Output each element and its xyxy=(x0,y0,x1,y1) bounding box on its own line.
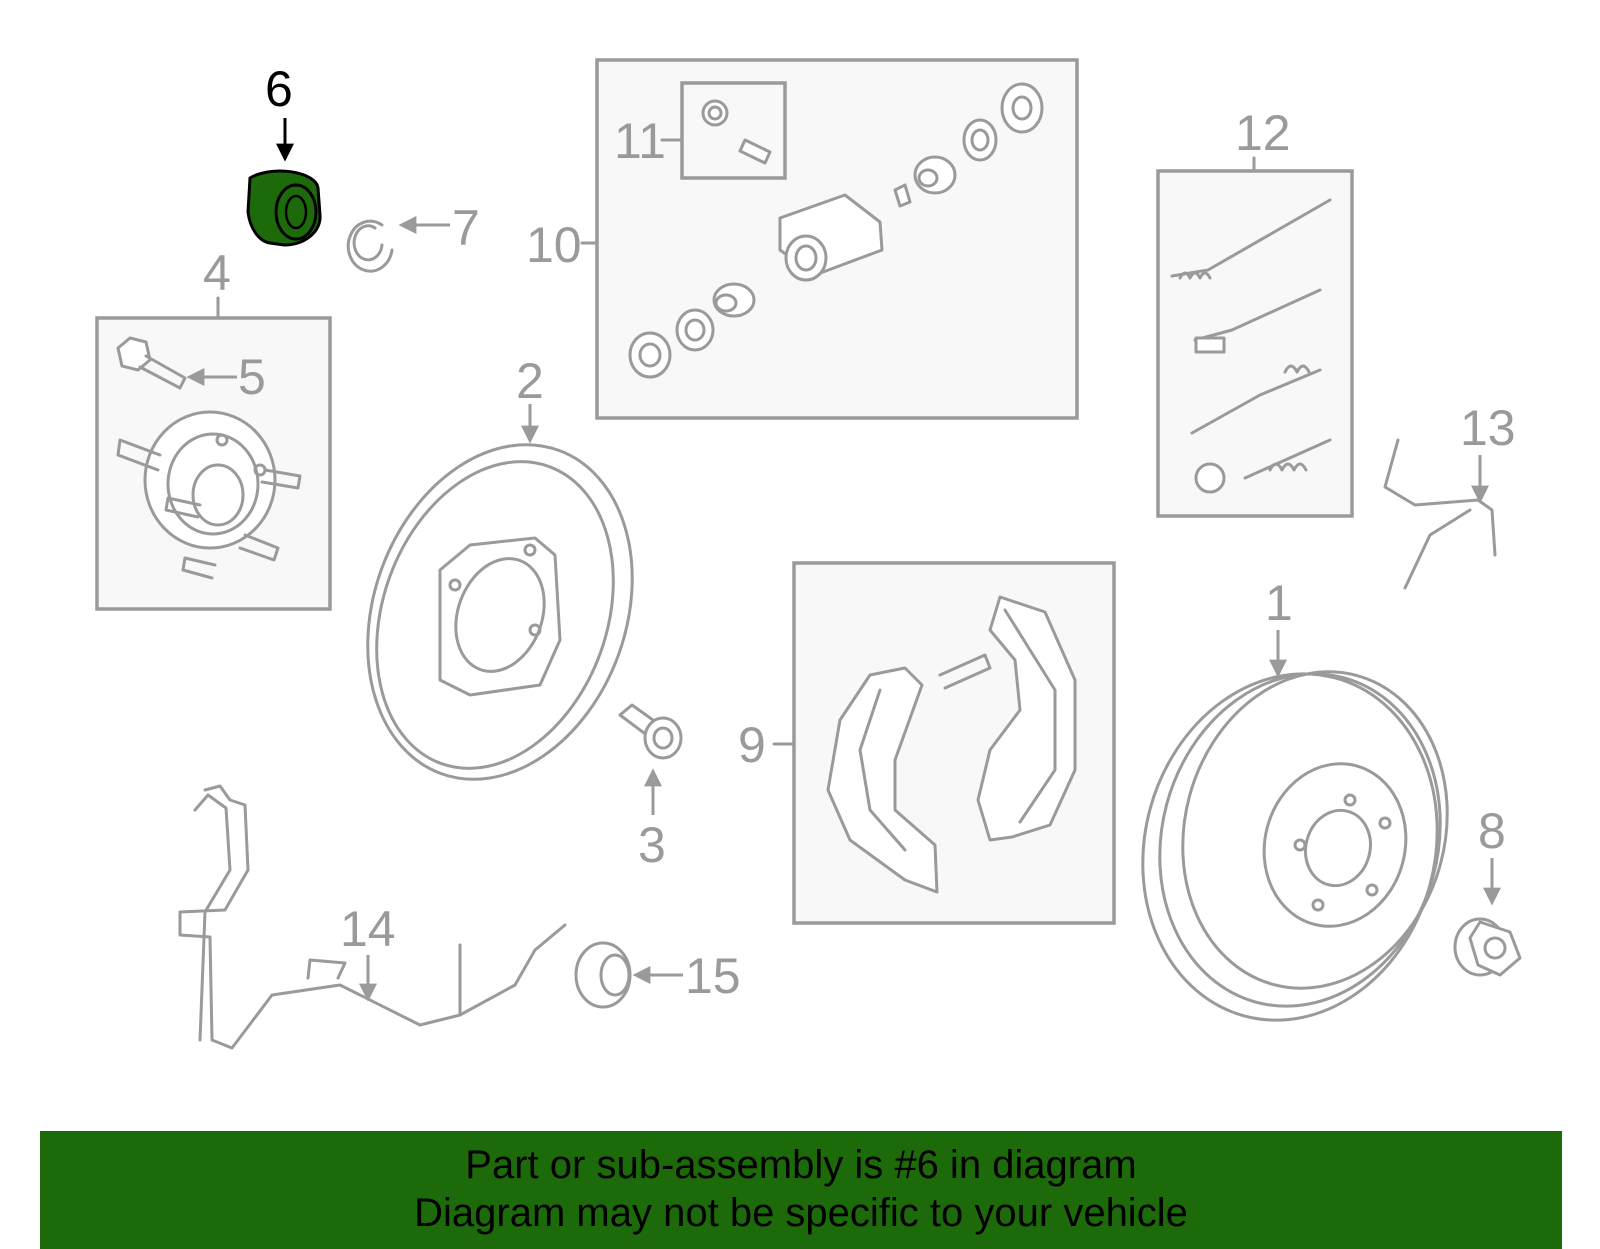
label-6: 6 xyxy=(265,61,293,117)
label-1: 1 xyxy=(1265,575,1293,631)
label-15: 15 xyxy=(685,948,741,1004)
part-15-grommet[interactable]: 15 xyxy=(574,941,741,1009)
part-4-hub-assembly[interactable]: 4 5 xyxy=(95,245,332,611)
label-5: 5 xyxy=(238,349,266,405)
label-2: 2 xyxy=(516,353,544,409)
label-7: 7 xyxy=(452,200,480,256)
label-12: 12 xyxy=(1235,105,1291,161)
part-10-wheel-cylinder-kit[interactable]: 10 11 xyxy=(526,58,1079,420)
part-12-hardware-kit[interactable]: 12 xyxy=(1156,105,1354,518)
part-7-snap-ring[interactable]: 7 xyxy=(346,200,480,273)
label-3: 3 xyxy=(638,817,666,873)
part-8-lug-nut[interactable]: 8 xyxy=(1453,803,1522,977)
label-4: 4 xyxy=(203,245,231,301)
part-6-bearing[interactable]: 6 xyxy=(246,61,322,247)
footer-line-2: Diagram may not be specific to your vehi… xyxy=(414,1191,1188,1235)
label-9: 9 xyxy=(738,717,766,773)
part-2-backing-plate[interactable]: 2 xyxy=(323,353,677,817)
label-8: 8 xyxy=(1478,803,1506,859)
part-9-brake-shoes[interactable]: 9 xyxy=(738,561,1116,925)
label-13: 13 xyxy=(1460,400,1516,456)
part-13-bracket[interactable]: 13 xyxy=(1383,400,1516,590)
label-10: 10 xyxy=(526,217,582,273)
label-14: 14 xyxy=(340,901,396,957)
footer-banner: Part or sub-assembly is #6 in diagram Di… xyxy=(40,1131,1562,1249)
footer-line-1: Part or sub-assembly is #6 in diagram xyxy=(465,1143,1137,1187)
label-11: 11 xyxy=(614,113,666,169)
part-3-bolt[interactable]: 3 xyxy=(618,703,683,873)
part-1-brake-drum[interactable]: 1 xyxy=(1105,575,1482,1054)
part-14-harness[interactable]: 14 xyxy=(178,784,567,1050)
